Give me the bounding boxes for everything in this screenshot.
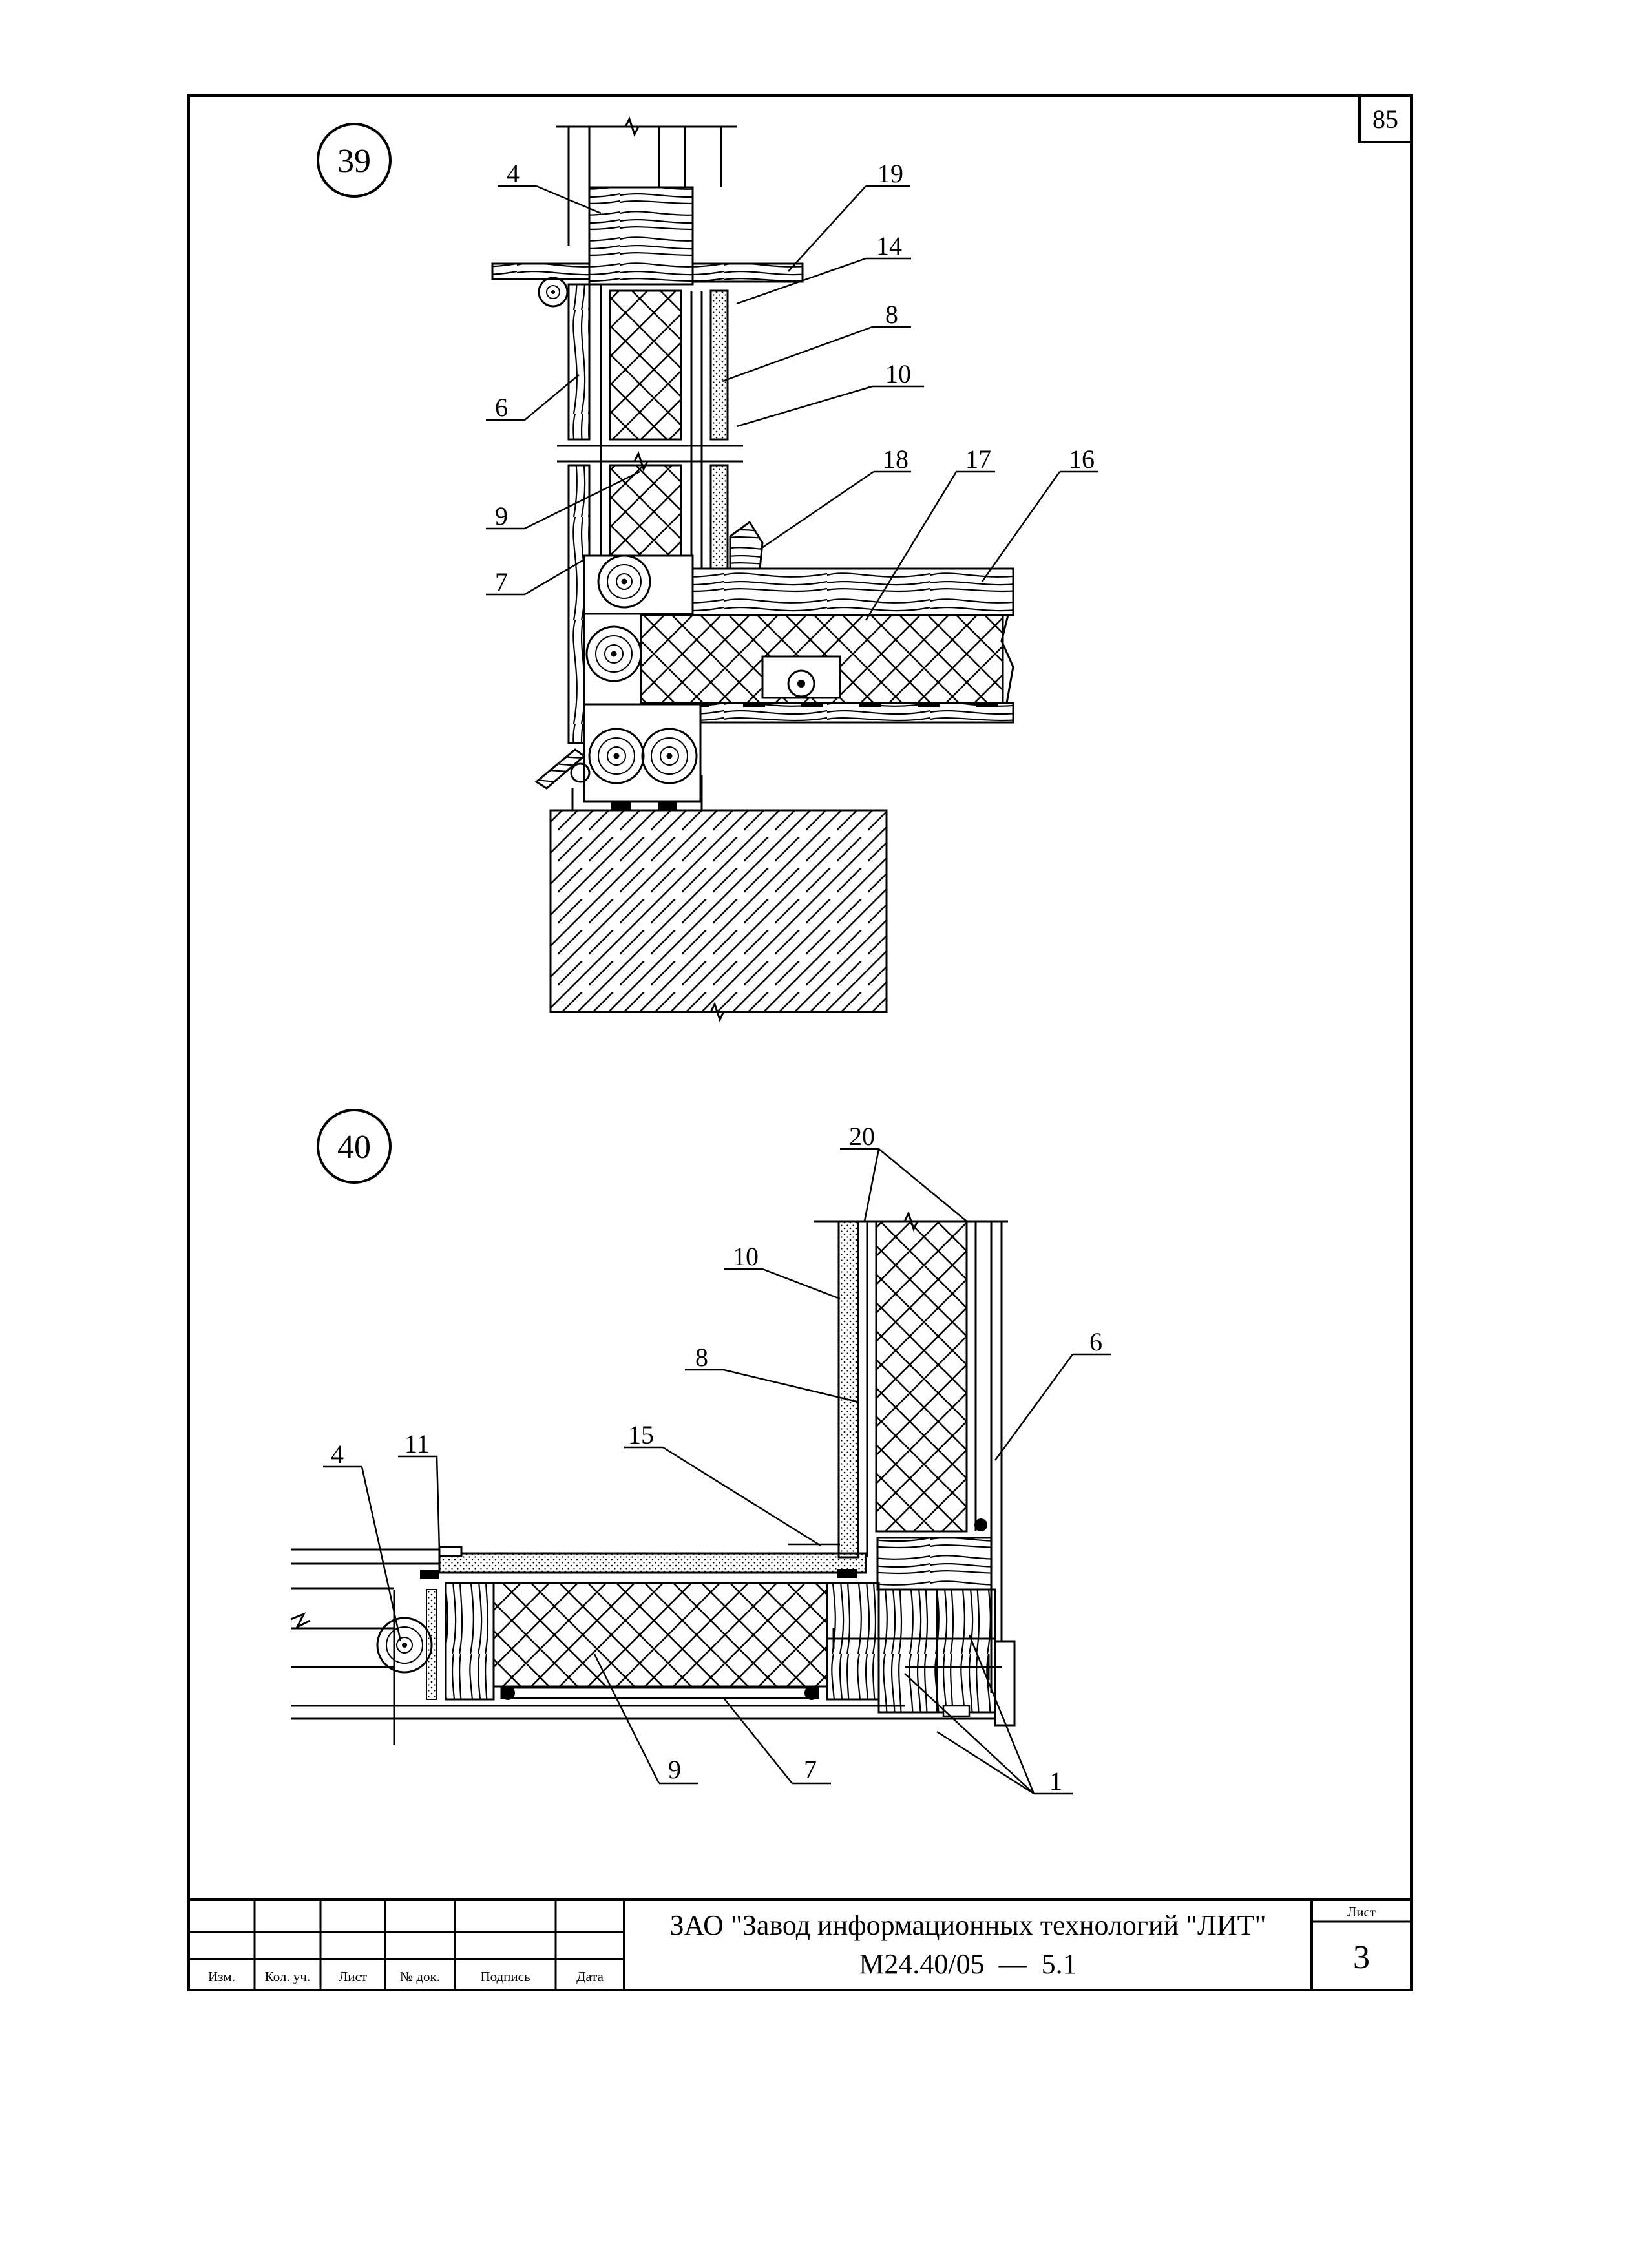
floor-board [691,567,1014,616]
callout-39-9: 9 [495,501,508,530]
small-log-top [538,277,569,308]
sill-board-right [691,262,804,283]
callout-40-9: 9 [668,1755,681,1784]
callout-40-15: 15 [628,1420,654,1449]
insulation-lower [609,464,682,557]
outer-cladding-upper [567,283,591,441]
col-data: Дата [576,1969,604,1984]
detail-39: 39 [317,116,1098,1022]
log-stack [583,554,702,803]
callout-40-1: 1 [1049,1767,1062,1796]
sheet-frame [187,94,1413,1991]
callout-40-10: 10 [733,1242,759,1271]
upper-wall-lines [556,116,737,246]
detail-number-40: 40 [337,1129,371,1166]
detail-number-39: 39 [337,143,371,180]
callout-39-6: 6 [495,393,508,422]
col-izm: Изм. [208,1969,235,1984]
insulation-vertical [875,1220,968,1533]
callout-40-6: 6 [1089,1327,1102,1356]
drip-flashing [534,748,586,790]
callout-40-20: 20 [849,1122,875,1151]
col-list: Лист [339,1969,367,1984]
callout-39-14: 14 [876,231,902,260]
lining-horizontal [438,1552,867,1574]
corner-timber-1 [877,1588,938,1714]
page-number: 85 [1372,105,1398,134]
callout-39-18: 18 [883,445,909,474]
lining-vertical [837,1220,859,1559]
callout-39-16: 16 [1069,445,1095,474]
insulation-upper [609,289,682,441]
title-block [189,1898,1411,1990]
callout-39-4: 4 [507,159,520,188]
skirting-18 [729,520,764,570]
floor-insulation-40 [492,1582,828,1688]
inner-lining-upper [709,289,729,441]
organization-name: ЗАО "Завод информационных технологий "ЛИ… [670,1909,1266,1941]
callout-39-7: 7 [495,567,508,596]
callout-39-10: 10 [885,359,911,388]
corner-timber-2 [936,1588,996,1714]
detail-marker-39 [317,123,392,198]
sheet-number: 3 [1353,1939,1370,1976]
document-code: М24.40/05 — 5.1 [859,1948,1077,1980]
title-block-column-headers: Изм. Кол. уч. Лист № док. Подпись Дата [208,1969,604,1984]
sheet-label: Лист [1347,1904,1376,1920]
joist-left [445,1582,495,1701]
col-n-dok: № док. [400,1969,440,1984]
corner-plank [876,1537,993,1591]
subfloor [681,702,1014,724]
callout-39-8: 8 [885,300,898,329]
page-number-box: 85 [1358,94,1413,143]
callout-40-8: 8 [695,1343,708,1372]
col-podpis: Подпись [480,1969,530,1984]
callout-40-4: 4 [331,1440,344,1469]
joist-right [826,1582,880,1701]
floor-joist [761,655,841,699]
callout-39-17: 17 [965,445,991,474]
inner-lining-lower [709,464,729,570]
callout-40-11: 11 [404,1429,430,1458]
callout-39-19: 19 [877,159,903,188]
detail-marker-40 [317,1109,392,1184]
sill-board-left [491,262,591,280]
col-kol-uch: Кол. уч. [265,1969,310,1984]
callout-40-7: 7 [804,1755,817,1784]
foundation [549,809,888,1013]
detail-40: 40 [290,1109,1111,1796]
top-plank [588,186,694,286]
